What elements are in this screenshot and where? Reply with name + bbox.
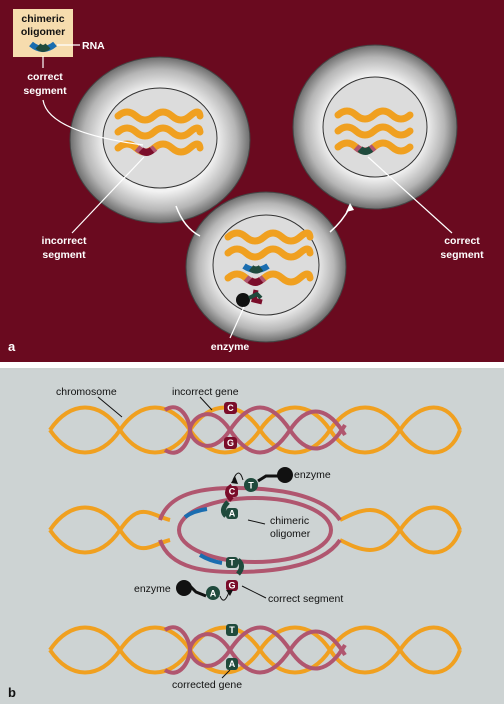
- legend-box: chimeric oligomer RNA: [13, 9, 105, 57]
- label-enzyme-top: enzyme: [294, 469, 331, 481]
- label-incorrect-segment-2: segment: [42, 249, 86, 261]
- base-a-row2-top: A: [229, 509, 236, 519]
- label-correct-segment-top-1: correct: [27, 71, 63, 83]
- label-enzyme-a: enzyme: [211, 341, 250, 353]
- label-enzyme-bottom: enzyme: [134, 583, 171, 595]
- label-incorrect-gene: incorrect gene: [172, 386, 239, 398]
- arrow-left-to-middle: [175, 205, 201, 237]
- label-corrected-gene: corrected gene: [172, 679, 242, 691]
- panel-b-label: b: [8, 685, 16, 700]
- label-chimeric-2: oligomer: [270, 528, 311, 540]
- base-t-row2-bottom: T: [229, 558, 235, 568]
- correct-segment-mark: [357, 146, 374, 155]
- label-correct-segment-right-1: correct: [444, 235, 480, 247]
- cell-middle: [185, 191, 347, 343]
- label-correct-segment-b: correct segment: [268, 593, 343, 605]
- base-g-row2: G: [228, 581, 235, 591]
- base-g-row1: G: [227, 438, 234, 448]
- base-c-row2: C: [229, 487, 236, 497]
- label-incorrect-segment-1: incorrect: [42, 235, 87, 247]
- chromosomes-left: [114, 108, 204, 156]
- enzyme-blob-bottom: [176, 580, 192, 596]
- chromosomes-middle: [224, 229, 314, 286]
- panel-a-label: a: [8, 339, 16, 354]
- incorrect-segment-mark: [138, 147, 155, 156]
- panel-b-background: [0, 368, 504, 704]
- label-chimeric-1: chimeric: [270, 515, 309, 527]
- chromosome-row-3: [48, 625, 462, 675]
- enzyme-blob-top: [277, 467, 293, 483]
- legend-rna-label: RNA: [82, 40, 105, 52]
- cell-right: [292, 44, 458, 210]
- cell-left: [69, 56, 251, 224]
- label-correct-segment-top-2: segment: [23, 85, 67, 97]
- enzyme-blob-a: [236, 293, 250, 307]
- chromosome-row-2: [48, 485, 462, 575]
- base-a-enzyme-bottom: A: [210, 589, 217, 599]
- label-correct-segment-right-2: segment: [440, 249, 484, 261]
- base-t-row3: T: [229, 625, 235, 635]
- nucleus-left: [102, 87, 218, 189]
- label-chromosome: chromosome: [56, 386, 117, 398]
- oligomer-correct-middle: [248, 265, 264, 274]
- legend-title-line2: oligomer: [21, 26, 65, 38]
- base-c-row1: C: [227, 403, 234, 413]
- base-a-row3: A: [229, 659, 236, 669]
- chromosome-row-1: [48, 405, 462, 455]
- legend-title-line1: chimeric: [21, 13, 64, 25]
- base-t-enzyme-top: T: [248, 481, 254, 491]
